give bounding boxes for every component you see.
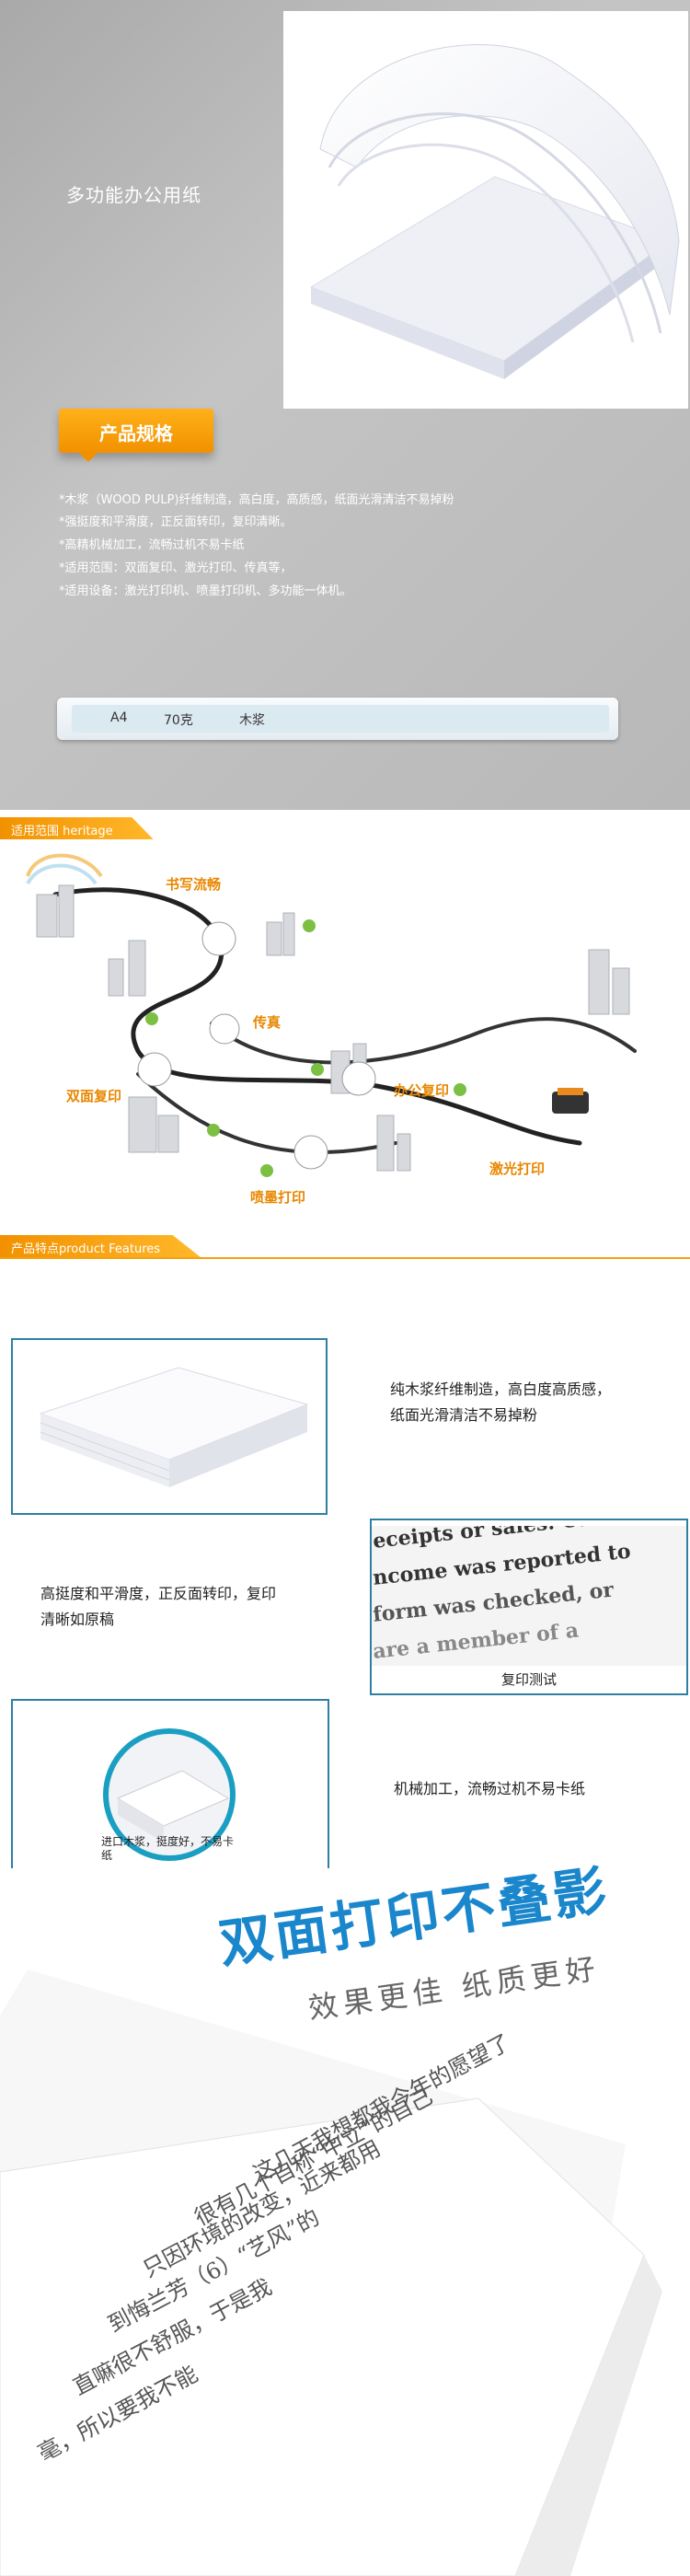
sample-line: are a member of a xyxy=(372,1618,581,1664)
duplex-promo-section xyxy=(0,1868,690,2576)
paper-material: 木浆 xyxy=(239,713,265,728)
print-test-caption: 复印测试 xyxy=(372,1666,686,1693)
spec-info-bar: A4 70克 木浆 xyxy=(57,698,618,740)
spec-line: *适用范围：双面复印、激光打印、传真等， xyxy=(59,561,293,575)
feature-text-2: 高挺度和平滑度，正反面转印，复印清晰如原稿 xyxy=(40,1585,277,1628)
label-laser: 激光打印 xyxy=(489,1161,546,1177)
feature-text-1: 纯木浆纤维制造，高白度高质感，纸面光滑清洁不易掉粉 xyxy=(390,1380,612,1424)
feature-text-3: 机械加工，流畅过机不易卡纸 xyxy=(394,1780,586,1797)
paper-ream-image xyxy=(283,11,688,409)
label-writing: 书写流畅 xyxy=(166,876,222,893)
spec-line: *木浆（WOOD PULP)纤维制造，高白度，高质感，纸面光滑清洁不易掉粉 xyxy=(59,493,454,507)
features-banner-label: 产品特点product Features xyxy=(11,1242,161,1256)
feature-image-print-test: eceipts or sales. Caution ncome was repo… xyxy=(370,1519,688,1695)
usage-banner-label: 适用范围 heritage xyxy=(11,825,113,838)
spec-line: *适用设备：激光打印机、喷墨打印机、多功能一体机。 xyxy=(59,584,352,598)
spec-tab-label: 产品规格 xyxy=(99,422,173,445)
spec-tab: 产品规格 xyxy=(59,409,213,462)
application-map: 书写流畅 传真 双面复印 办公复印 激光打印 喷墨打印 xyxy=(0,839,690,1211)
pulp-caption: 进口木浆，挺度好，不易卡纸 xyxy=(101,1835,235,1862)
feature-image-pulp: 进口木浆，挺度好，不易卡纸 xyxy=(11,1699,329,1877)
label-inkjet: 喷墨打印 xyxy=(250,1189,306,1206)
label-office: 办公复印 xyxy=(394,1082,450,1099)
spec-line: *强挺度和平滑度，正反面转印，复印清晰。 xyxy=(59,515,293,529)
feature-image-stack xyxy=(11,1338,328,1515)
paper-size: A4 xyxy=(110,710,128,725)
hero-title: 多功能办公用纸 xyxy=(66,184,201,206)
spec-line: *高精机械加工，流畅过机不易卡纸 xyxy=(59,538,245,552)
usage-banner: 适用范围 heritage xyxy=(0,817,690,841)
paper-weight: 70克 xyxy=(164,713,193,728)
label-fax: 传真 xyxy=(253,1014,282,1031)
label-duplex: 双面复印 xyxy=(66,1088,122,1104)
features-banner: 产品特点product Features xyxy=(0,1235,690,1259)
